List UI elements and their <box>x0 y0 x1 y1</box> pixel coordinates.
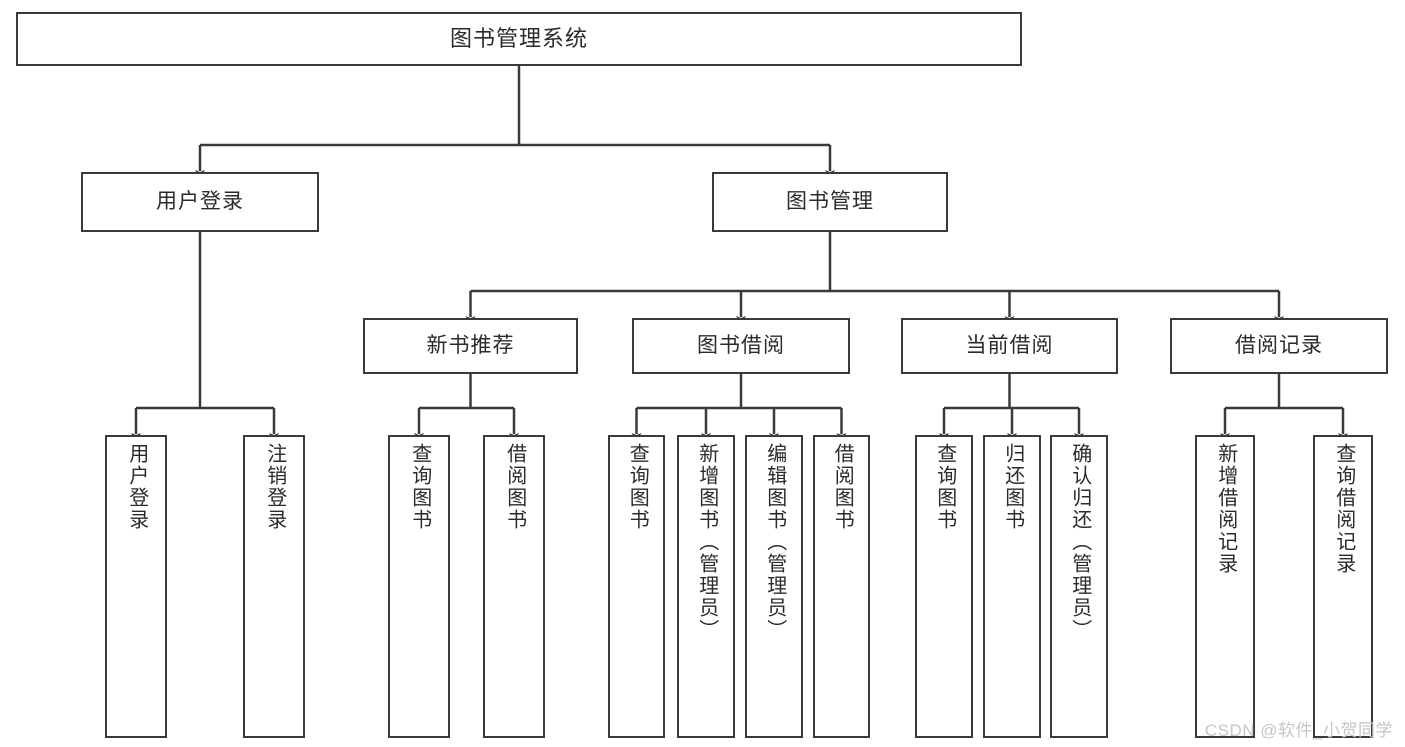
node-label: 借阅记录 <box>1235 333 1323 357</box>
node-leaf-query-book-3: 查询图书 <box>915 435 973 738</box>
watermark: CSDN @软件_小贺同学 <box>1204 721 1393 740</box>
node-leaf-borrow-book-2: 借阅图书 <box>813 435 870 738</box>
node-label: 新书推荐 <box>426 333 515 357</box>
node-label: 借阅图书 <box>503 443 526 531</box>
node-leaf-confirm-ret: 确认归还（管理员） <box>1050 435 1108 738</box>
node-label: 查询图书 <box>933 443 956 531</box>
node-label: 用户登录 <box>125 443 148 531</box>
node-label: 用户登录 <box>156 189 244 213</box>
node-label: 查询借阅记录 <box>1332 443 1355 575</box>
node-new-book-rec: 新书推荐 <box>363 318 578 374</box>
node-label: 注销登录 <box>263 443 286 531</box>
node-book-borrow: 图书借阅 <box>632 318 850 374</box>
node-label: 当前借阅 <box>965 333 1054 357</box>
node-label: 编辑图书（管理员） <box>763 443 786 641</box>
node-borrow-record: 借阅记录 <box>1170 318 1388 374</box>
node-current-borrow: 当前借阅 <box>901 318 1118 374</box>
node-label: 借阅图书 <box>831 443 854 531</box>
node-leaf-query-book-2: 查询图书 <box>608 435 665 738</box>
node-label: 归还图书 <box>1001 443 1024 531</box>
node-user-login: 用户登录 <box>81 172 319 232</box>
node-leaf-query-book-1: 查询图书 <box>388 435 450 738</box>
node-label: 新增图书（管理员） <box>695 443 718 641</box>
node-leaf-borrow-book-1: 借阅图书 <box>483 435 545 738</box>
node-leaf-logout: 注销登录 <box>243 435 305 738</box>
node-label: 查询图书 <box>626 443 649 531</box>
node-label: 新增借阅记录 <box>1214 443 1237 575</box>
node-root: 图书管理系统 <box>16 12 1022 66</box>
node-label: 确认归还（管理员） <box>1068 443 1091 641</box>
node-leaf-user-login: 用户登录 <box>105 435 167 738</box>
node-label: 查询图书 <box>408 443 431 531</box>
node-leaf-edit-book: 编辑图书（管理员） <box>745 435 803 738</box>
node-label: 图书管理系统 <box>449 26 588 52</box>
node-leaf-return-book: 归还图书 <box>983 435 1041 738</box>
node-leaf-add-record: 新增借阅记录 <box>1195 435 1255 738</box>
node-leaf-query-record: 查询借阅记录 <box>1313 435 1373 738</box>
node-book-manage: 图书管理 <box>712 172 948 232</box>
node-leaf-add-book: 新增图书（管理员） <box>677 435 735 738</box>
node-label: 图书管理 <box>786 189 874 213</box>
node-label: 图书借阅 <box>697 333 785 357</box>
